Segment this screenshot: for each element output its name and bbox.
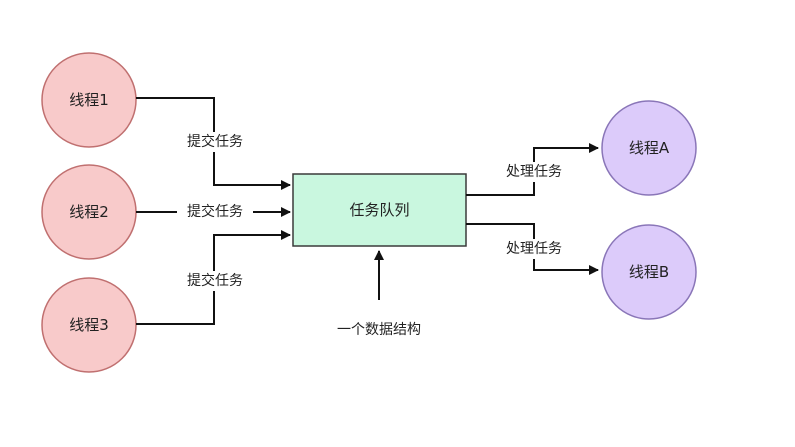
annotation-label: 一个数据结构 [337, 322, 421, 338]
submit-2-label-group: 提交任务 [177, 202, 253, 222]
submit-1-label: 提交任务 [187, 133, 243, 150]
thread-b-node: 线程B [601, 224, 697, 320]
thread-1-label: 线程1 [69, 91, 109, 109]
thread-a-label: 线程A [629, 139, 670, 157]
thread-b-circle [601, 224, 697, 320]
process-a-label: 处理任务 [506, 164, 562, 180]
thread-2-label: 线程2 [69, 203, 109, 221]
thread-2-node: 线程2 [41, 164, 137, 260]
process-b-label-group: 处理任务 [496, 239, 572, 259]
thread-3-node: 线程3 [41, 277, 137, 373]
submit-3-label: 提交任务 [187, 272, 243, 289]
process-a-label-group: 处理任务 [496, 162, 572, 182]
thread-1-circle [41, 52, 137, 148]
thread-3-label: 线程3 [69, 316, 109, 334]
submit-3-label-group: 提交任务 [177, 271, 253, 291]
thread-a-node: 线程A [601, 100, 697, 196]
thread-b-label: 线程B [629, 263, 669, 281]
thread-a-circle [601, 100, 697, 196]
process-b-label: 处理任务 [506, 241, 562, 257]
task-queue-label: 任务队列 [349, 201, 409, 219]
thread-1-node: 线程1 [41, 52, 137, 148]
submit-2-label: 提交任务 [187, 203, 243, 220]
task-queue-box [292, 173, 467, 247]
submit-1-label-group: 提交任务 [177, 132, 253, 152]
task-queue-node: 任务队列 [292, 173, 467, 247]
